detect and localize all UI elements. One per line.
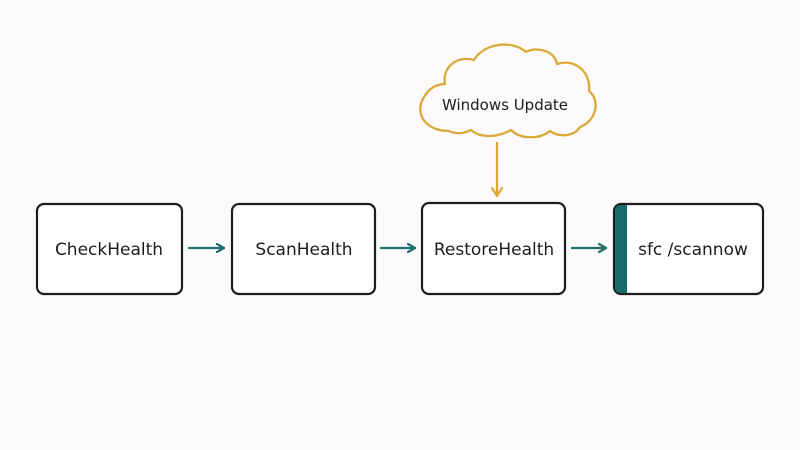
highlight-bar	[615, 205, 627, 293]
node-scanhealth: ScanHealth	[230, 202, 377, 296]
node-sfc-scannow: sfc /scannow	[612, 202, 765, 296]
node-box	[612, 202, 765, 296]
node-label: RestoreHealth	[434, 240, 554, 260]
cloud-shape	[419, 43, 597, 139]
node-label: CheckHealth	[55, 240, 163, 260]
node-restorehealth: RestoreHealth	[420, 201, 567, 296]
node-box	[230, 202, 377, 296]
cloud-label: Windows Update	[442, 96, 568, 114]
node-box	[420, 201, 567, 296]
node-label: sfc /scannow	[638, 240, 748, 260]
windows-update-cloud: Windows Update	[419, 43, 597, 139]
node-box	[35, 202, 184, 296]
node-label: ScanHealth	[255, 240, 352, 260]
node-checkhealth: CheckHealth	[35, 202, 184, 296]
